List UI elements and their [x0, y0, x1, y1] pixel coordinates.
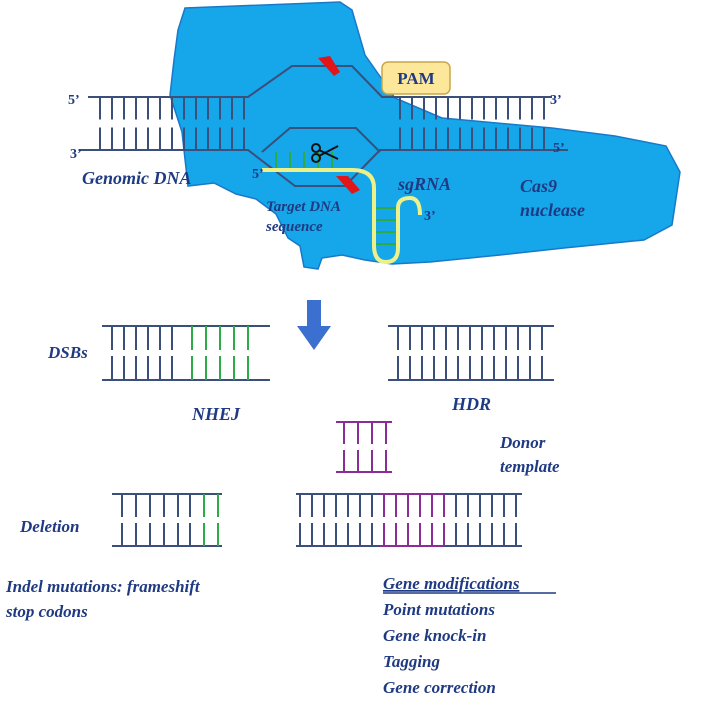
deletion-label: Deletion	[19, 517, 80, 536]
hdr-label: HDR	[451, 394, 491, 414]
cut-mark-top	[318, 56, 340, 76]
end-label-bottom-left: 3’	[70, 147, 82, 162]
cas9-label: Cas9	[520, 176, 557, 196]
target-dna-label-2: sequence	[265, 219, 323, 235]
gene-mod-item: Point mutations	[382, 600, 495, 619]
sgrna-stem-pairs	[376, 207, 396, 245]
indel-label-1: Indel mutations: frameshift	[5, 577, 201, 596]
scissors-icon	[311, 143, 339, 163]
genomic-dna-duplex	[80, 65, 568, 187]
pam-label: PAM	[397, 69, 434, 88]
end-label-top-left: 5’	[68, 93, 80, 108]
dsbs-label: DSBs	[47, 343, 88, 362]
sgrna-guide-pairs	[275, 152, 333, 168]
sgrna-strand	[262, 152, 422, 265]
gene-mod-item: Tagging	[383, 652, 441, 671]
nhej-label: NHEJ	[191, 404, 241, 424]
dna-top-strand	[88, 65, 552, 98]
donor-label: Donor	[499, 433, 546, 452]
dsb-duplex-right	[388, 325, 554, 381]
dna-rungs-left	[99, 97, 245, 150]
sgrna-3-label: 3’	[424, 209, 436, 224]
sgrna-label: sgRNA	[397, 174, 451, 194]
pam-box	[381, 61, 451, 95]
donor-template-duplex	[336, 421, 392, 473]
donor-label-2: template	[500, 457, 560, 476]
indel-label-2: stop codons	[5, 602, 88, 621]
gene-mod-item: Gene knock-in	[383, 626, 486, 645]
sgrna-backbone	[262, 168, 422, 265]
target-strand-outline	[261, 127, 381, 153]
cas9-label-2: nuclease	[520, 200, 585, 220]
end-label-top-right: 3’	[550, 93, 562, 108]
arrow-down-icon	[297, 300, 331, 350]
sgrna-5-label: 5’	[252, 167, 264, 182]
target-dna-label: Target DNA	[266, 199, 341, 215]
deletion-duplex	[112, 493, 222, 547]
cut-mark-bottom	[336, 176, 360, 194]
gene-mod-item: Gene correction	[383, 678, 496, 697]
dsb-duplex-left	[102, 325, 270, 381]
gene-mod-title: Gene modifications	[383, 574, 520, 593]
hdr-product-duplex	[296, 493, 522, 547]
end-label-bottom-right: 5’	[553, 141, 565, 156]
dna-rungs-right	[399, 97, 545, 150]
genomic-dna-label: Genomic DNA	[82, 168, 192, 188]
